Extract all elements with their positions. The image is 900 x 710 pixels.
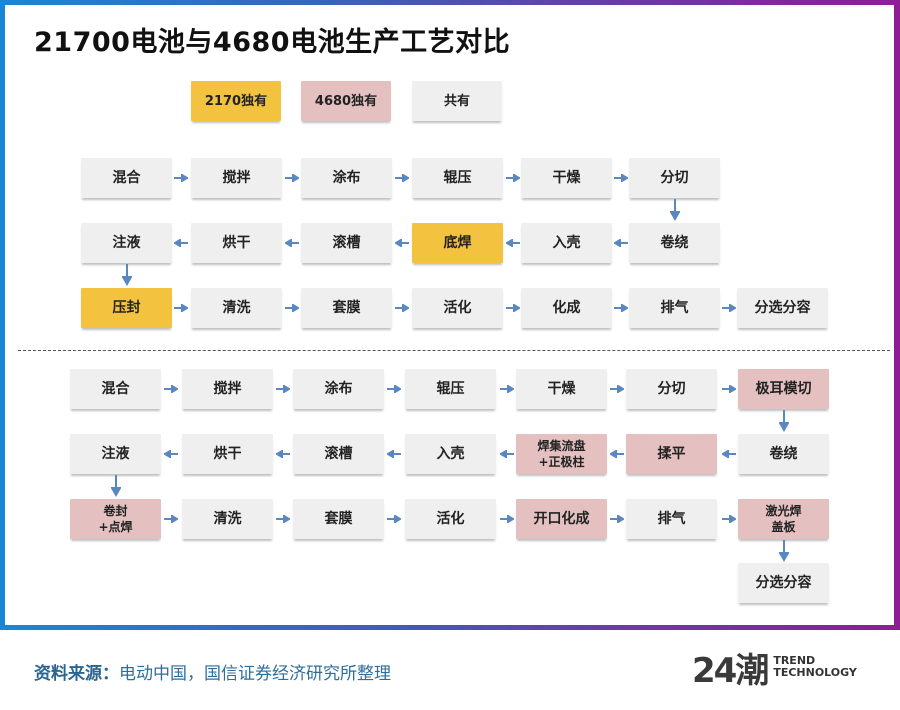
logo-text-line2: TECHNOLOGY	[773, 666, 857, 679]
step-box: 混合	[70, 369, 161, 409]
step-box: 搅拌	[182, 369, 273, 409]
step-box: 滚槽	[301, 223, 392, 263]
arrow-right-icon	[174, 174, 188, 182]
step-box: 滚槽	[293, 434, 384, 474]
arrow-left-icon	[610, 450, 624, 458]
source-note: 资料来源：电动中国，国信证券经济研究所整理	[34, 659, 391, 684]
step-box: 清洗	[182, 499, 273, 539]
arrow-right-icon	[285, 304, 299, 312]
arrow-right-icon	[387, 515, 401, 523]
step-box-4680-only: 焊集流盘 +正极柱	[516, 434, 607, 474]
arrow-down-icon	[778, 410, 790, 433]
arrow-right-icon	[174, 304, 188, 312]
step-box: 烘干	[191, 223, 282, 263]
arrow-right-icon	[395, 304, 409, 312]
arrow-right-icon	[276, 385, 290, 393]
step-box: 排气	[629, 288, 720, 328]
step-box: 套膜	[301, 288, 392, 328]
step-box: 辊压	[412, 158, 503, 198]
arrow-left-icon	[506, 239, 520, 247]
arrow-left-icon	[174, 239, 188, 247]
arrow-right-icon	[500, 385, 514, 393]
step-line: 卷封	[103, 504, 128, 518]
step-box: 卷绕	[738, 434, 829, 474]
step-line: +点焊	[98, 520, 133, 534]
arrow-right-icon	[614, 304, 628, 312]
arrow-left-icon	[722, 450, 736, 458]
step-box: 干燥	[516, 369, 607, 409]
step-box: 辊压	[405, 369, 496, 409]
step-line: 焊集流盘	[537, 439, 586, 453]
legend-4680-only: 4680独有	[301, 81, 391, 121]
arrow-right-icon	[722, 515, 736, 523]
step-box: 套膜	[293, 499, 384, 539]
arrow-right-icon	[610, 385, 624, 393]
step-box: 分切	[626, 369, 717, 409]
arrow-left-icon	[164, 450, 178, 458]
step-box-4680-only: 极耳模切	[738, 369, 829, 409]
step-box: 卷绕	[629, 223, 720, 263]
step-box: 分选分容	[737, 288, 828, 328]
arrow-down-icon	[121, 264, 133, 287]
step-box: 入壳	[521, 223, 612, 263]
step-box: 活化	[412, 288, 503, 328]
step-box-4680-only: 激光焊 盖板	[738, 499, 829, 539]
step-box: 混合	[81, 158, 172, 198]
arrow-left-icon	[500, 450, 514, 458]
arrow-left-icon	[276, 450, 290, 458]
arrow-down-icon	[669, 199, 681, 222]
arrow-left-icon	[614, 239, 628, 247]
logo: 24潮 TREND TECHNOLOGY	[692, 646, 857, 691]
dashed-divider	[18, 350, 890, 351]
arrow-down-icon	[110, 475, 122, 498]
step-box: 分切	[629, 158, 720, 198]
logo-text: TREND TECHNOLOGY	[773, 655, 857, 679]
step-box-4680-only: 开口化成	[516, 499, 607, 539]
arrow-right-icon	[276, 515, 290, 523]
legend-common: 共有	[412, 81, 502, 121]
arrow-right-icon	[506, 304, 520, 312]
step-line: 盖板	[771, 520, 796, 534]
step-line: 激光焊	[765, 504, 802, 518]
step-box: 分选分容	[738, 563, 829, 603]
arrow-down-icon	[778, 540, 790, 563]
arrow-right-icon	[614, 174, 628, 182]
source-text: 电动中国，国信证券经济研究所整理	[119, 664, 391, 684]
arrow-right-icon	[722, 385, 736, 393]
step-box: 注液	[81, 223, 172, 263]
step-box: 搅拌	[191, 158, 282, 198]
page-title: 21700电池与4680电池生产工艺对比	[34, 27, 511, 58]
arrow-right-icon	[506, 174, 520, 182]
step-box: 清洗	[191, 288, 282, 328]
arrow-right-icon	[500, 515, 514, 523]
arrow-left-icon	[395, 239, 409, 247]
step-box-4680-only: 卷封 +点焊	[70, 499, 161, 539]
source-label: 资料来源：	[34, 664, 119, 684]
arrow-right-icon	[164, 515, 178, 523]
step-box-4680-only: 揉平	[626, 434, 717, 474]
step-box: 化成	[521, 288, 612, 328]
step-box: 排气	[626, 499, 717, 539]
logo-mark: 24潮	[692, 650, 769, 691]
arrow-left-icon	[387, 450, 401, 458]
arrow-right-icon	[164, 385, 178, 393]
step-box: 入壳	[405, 434, 496, 474]
legend-2170-only: 2170独有	[191, 81, 281, 121]
arrow-right-icon	[395, 174, 409, 182]
arrow-right-icon	[610, 515, 624, 523]
arrow-left-icon	[285, 239, 299, 247]
logo-text-line1: TREND	[773, 654, 816, 667]
arrow-right-icon	[722, 304, 736, 312]
step-box: 活化	[405, 499, 496, 539]
arrow-right-icon	[387, 385, 401, 393]
step-box: 烘干	[182, 434, 273, 474]
step-box: 干燥	[521, 158, 612, 198]
step-line: +正极柱	[538, 455, 585, 469]
step-box-2170-only: 底焊	[412, 223, 503, 263]
step-box: 涂布	[293, 369, 384, 409]
step-box-2170-only: 压封	[81, 288, 172, 328]
step-box: 涂布	[301, 158, 392, 198]
step-box: 注液	[70, 434, 161, 474]
arrow-right-icon	[285, 174, 299, 182]
